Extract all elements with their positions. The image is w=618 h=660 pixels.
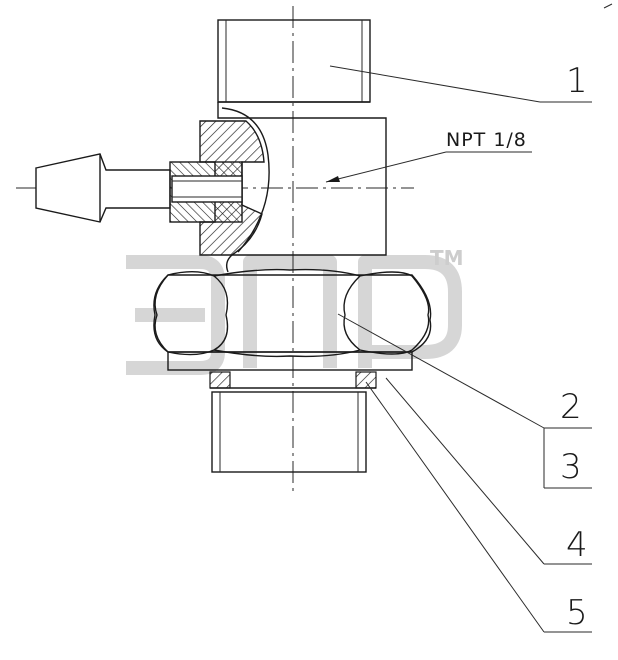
- hose-barb: [35, 153, 243, 223]
- bottom-thread: [211, 391, 367, 473]
- watermark-tm: TM: [430, 246, 464, 270]
- callout-2: 2: [560, 387, 582, 427]
- corner-mark: [603, 3, 613, 9]
- callout-numbers: 1 2 3 4 5: [560, 61, 588, 633]
- watermark-logo: TM: [126, 246, 464, 375]
- thread-label: NPT 1/8: [446, 129, 527, 151]
- callout-3: 3: [560, 447, 582, 487]
- callout-4: 4: [566, 525, 588, 565]
- callout-1: 1: [566, 61, 588, 101]
- washer: [167, 351, 413, 371]
- top-thread: [217, 19, 371, 103]
- leader-lines: [329, 65, 592, 633]
- o-rings: [209, 371, 377, 389]
- callout-5: 5: [566, 593, 588, 633]
- thread-callout: NPT 1/8: [325, 129, 532, 183]
- hex-nut: [153, 268, 432, 358]
